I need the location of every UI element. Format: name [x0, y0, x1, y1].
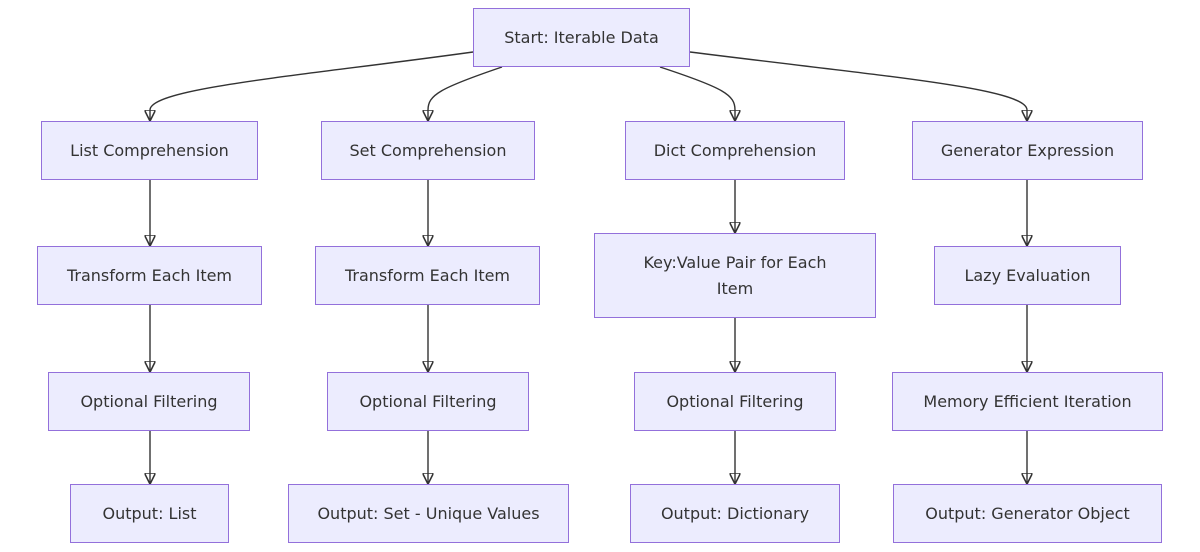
list-output-label: Output: List: [102, 503, 197, 523]
list-transform-node: Transform Each Item: [37, 246, 262, 305]
set-comprehension-label: Set Comprehension: [349, 140, 507, 160]
start-node-label: Start: Iterable Data: [504, 27, 659, 47]
dict-comprehension-node: Dict Comprehension: [625, 121, 845, 180]
generator-expression-label: Generator Expression: [940, 140, 1115, 160]
set-filter-label: Optional Filtering: [359, 391, 497, 411]
memory-efficient-iteration-node: Memory Efficient Iteration: [892, 372, 1163, 431]
memory-efficient-iteration-label: Memory Efficient Iteration: [923, 391, 1132, 411]
dict-key-value-label: Key:Value Pair for Each Item: [643, 252, 827, 298]
dict-comprehension-label: Dict Comprehension: [653, 140, 817, 160]
set-output-label: Output: Set - Unique Values: [317, 503, 540, 523]
set-comprehension-node: Set Comprehension: [321, 121, 535, 180]
set-output-node: Output: Set - Unique Values: [288, 484, 569, 543]
edge-start-to-set: [428, 66, 503, 120]
generator-output-node: Output: Generator Object: [893, 484, 1162, 543]
generator-output-label: Output: Generator Object: [925, 503, 1130, 523]
generator-expression-node: Generator Expression: [912, 121, 1143, 180]
dict-output-label: Output: Dictionary: [660, 503, 810, 523]
list-output-node: Output: List: [70, 484, 229, 543]
list-comprehension-label: List Comprehension: [70, 140, 229, 160]
set-filter-node: Optional Filtering: [327, 372, 529, 431]
list-comprehension-node: List Comprehension: [41, 121, 258, 180]
edge-start-to-list: [150, 51, 474, 120]
lazy-evaluation-node: Lazy Evaluation: [934, 246, 1121, 305]
list-filter-node: Optional Filtering: [48, 372, 250, 431]
dict-key-value-node: Key:Value Pair for Each Item: [594, 233, 876, 318]
start-node: Start: Iterable Data: [473, 8, 690, 67]
dict-filter-node: Optional Filtering: [634, 372, 836, 431]
dict-filter-label: Optional Filtering: [666, 391, 804, 411]
list-transform-label: Transform Each Item: [66, 265, 233, 285]
list-filter-label: Optional Filtering: [80, 391, 218, 411]
set-transform-label: Transform Each Item: [344, 265, 511, 285]
edge-start-to-dict: [659, 66, 735, 120]
edge-start-to-generator: [689, 51, 1027, 120]
set-transform-node: Transform Each Item: [315, 246, 540, 305]
lazy-evaluation-label: Lazy Evaluation: [964, 265, 1091, 285]
dict-output-node: Output: Dictionary: [630, 484, 840, 543]
